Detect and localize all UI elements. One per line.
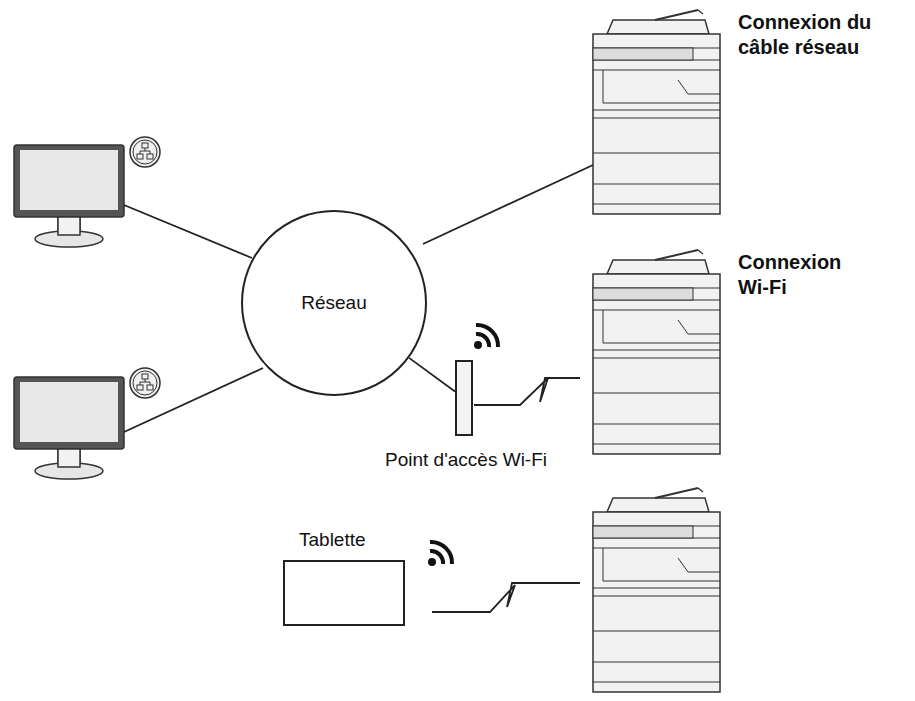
node-text: Point d'accès Wi-Fi	[385, 448, 547, 472]
network-circle: Réseau	[241, 210, 427, 396]
connection-label: Connexion du câble réseau	[738, 10, 906, 60]
connector-line	[409, 358, 455, 392]
connection-label: Connexion Wi-Fi	[738, 250, 858, 300]
access-point: Point d'accès Wi-Fi	[455, 360, 473, 436]
node-text: Réseau	[301, 291, 367, 315]
node-text: Tablette	[299, 528, 366, 552]
tablet-box: Tablette	[283, 560, 405, 626]
